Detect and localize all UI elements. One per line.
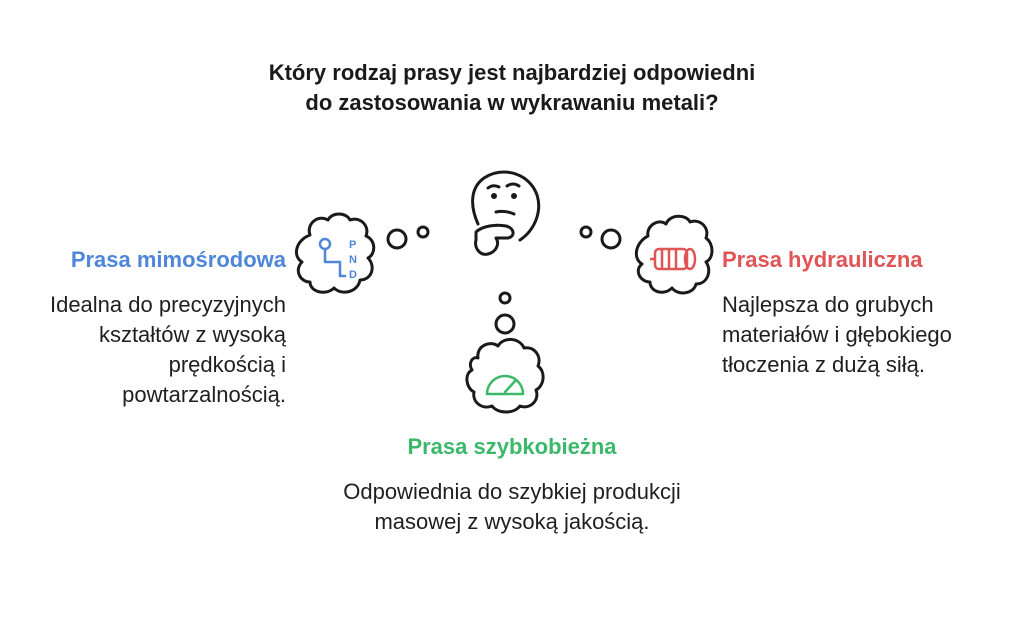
right-option-heading: Prasa hydrauliczna xyxy=(722,247,923,272)
bottom-thought-dots xyxy=(494,291,516,335)
hydraulic-cylinder-icon xyxy=(650,247,697,271)
thinking-face-icon xyxy=(471,170,541,256)
bottom-cloud xyxy=(465,338,545,414)
right-thought-dots xyxy=(579,225,622,250)
right-option-description: Najlepsza do grubych materiałów i głębok… xyxy=(722,292,952,377)
speedometer-icon xyxy=(485,374,525,396)
left-option-heading: Prasa mimośrodowa xyxy=(70,247,286,272)
gear-letter-p: P xyxy=(349,239,356,251)
bottom-option-description: Odpowiednia do szybkiej produkcji masowe… xyxy=(343,479,681,534)
left-cloud: P N D xyxy=(294,212,376,294)
gear-letter-d: D xyxy=(349,269,357,281)
gear-shifter-icon xyxy=(318,237,347,278)
diagram-title: Który rodzaj prasy jest najbardziej odpo… xyxy=(268,60,756,115)
right-cloud xyxy=(634,214,714,295)
bottom-option-heading: Prasa szybkobieżna xyxy=(407,434,617,459)
gear-letter-n: N xyxy=(349,254,357,266)
left-thought-dots xyxy=(386,225,430,250)
left-option-description: Idealna do precyzyjnych kształtów z wyso… xyxy=(49,292,286,407)
